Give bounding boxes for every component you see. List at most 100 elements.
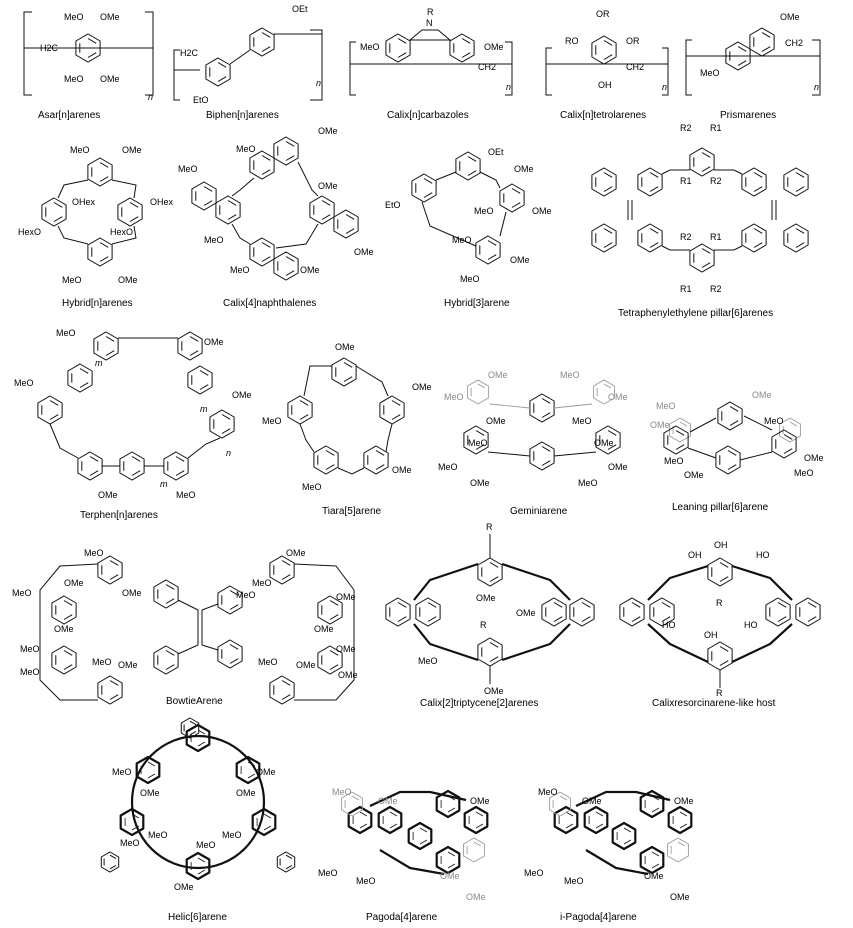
label-r: R [486, 522, 493, 532]
label-n-sub: n [662, 82, 667, 92]
label-r: R [716, 688, 723, 698]
label-meo: MeO [438, 462, 458, 472]
hybrid-3-structure: OEt OMe EtO MeO OMe MeO OMe MeO [385, 147, 552, 284]
naphthalene-structure: MeO OMe MeO OMe MeO OMe MeO OMe [178, 126, 374, 281]
label-ome: OMe [532, 206, 552, 216]
label-meo: MeO [14, 378, 34, 388]
label-ome: OMe [236, 788, 256, 798]
label-ome: OMe [336, 644, 356, 654]
label-ome: OMe [644, 871, 664, 881]
label-ome: OMe [286, 548, 306, 558]
label-ro: RO [565, 36, 579, 46]
label-r2: R2 [680, 123, 692, 133]
triptycene-structure: R OMe OMe R MeO OMe [385, 522, 595, 696]
label-ome: OMe [674, 796, 694, 806]
label-meo: MeO [196, 840, 216, 850]
label-meo: MeO [418, 656, 438, 666]
caption-triptycene: Calix[2]triptycene[2]arenes [420, 698, 538, 709]
label-hexo: HexO [110, 227, 133, 237]
label-meo: MeO [356, 876, 376, 886]
label-h2c: H2C [40, 43, 59, 53]
label-meo: MeO [230, 265, 250, 275]
label-meo: MeO [64, 12, 84, 22]
label-meo: MeO [524, 868, 544, 878]
label-oet: OEt [292, 4, 308, 14]
label-meo: MeO [656, 401, 676, 411]
hybrid-n-structure: MeO OMe OHex OHex HexO HexO MeO OMe [18, 145, 174, 285]
label-m: m [200, 404, 208, 414]
label-ome: OMe [336, 592, 356, 602]
label-ome: OMe [100, 12, 120, 22]
label-ome: OMe [514, 164, 534, 174]
label-ome: OMe [314, 624, 334, 634]
caption-tetrolarenes: Calix[n]tetrolarenes [560, 110, 646, 121]
label-ome: OMe [484, 42, 504, 52]
caption-terphen: Terphen[n]arenes [80, 510, 158, 521]
helic-structure: MeO OMe OMe OMe MeO MeO MeO MeO OMe [100, 717, 296, 892]
label-eto: EtO [193, 95, 209, 105]
label-meo: MeO [204, 235, 224, 245]
label-ome: OMe [318, 126, 338, 136]
label-ome: OMe [594, 438, 614, 448]
label-ome: OMe [174, 882, 194, 892]
label-meo: MeO [176, 490, 196, 500]
label-ome: OMe [54, 624, 74, 634]
label-ome: OMe [510, 255, 530, 265]
label-oet: OEt [488, 147, 504, 157]
label-or: OR [626, 36, 640, 46]
label-ome: OMe [516, 608, 536, 618]
label-meo: MeO [20, 644, 40, 654]
label-meo: MeO [236, 144, 256, 154]
geminiarene-structure: OMe MeO MeO OMe OMe MeO MeO OMe MeO OMe … [438, 370, 628, 488]
label-eto: EtO [385, 200, 401, 210]
caption-tiara: Tiara[5]arene [322, 506, 382, 517]
label-meo: MeO [178, 164, 198, 174]
label-ome: OMe [470, 796, 490, 806]
label-ome: OMe [64, 578, 84, 588]
label-ome: OMe [338, 670, 358, 680]
caption-hybrid-n: Hybrid[n]arenes [62, 298, 133, 309]
caption-biphen: Biphen[n]arenes [206, 110, 279, 121]
label-oh: OH [704, 630, 718, 640]
label-meo: MeO [120, 838, 140, 848]
label-ome: OMe [484, 686, 504, 696]
label-ome: OMe [118, 660, 138, 670]
biphen-structure: H2C EtO OEt n [173, 4, 323, 105]
label-meo: MeO [92, 657, 112, 667]
label-meo: MeO [794, 468, 814, 478]
terphen-structure: MeO OMe MeO OMe OMe MeO m m m n [14, 328, 252, 500]
label-ho: HO [744, 620, 758, 630]
caption-hybrid-3: Hybrid[3]arene [444, 298, 510, 309]
label-m: m [95, 358, 103, 368]
label-r1: R1 [710, 123, 722, 133]
pagoda-structure: MeO OMe OMe MeO MeO OMe OMe [318, 787, 490, 902]
label-ome: OMe [608, 392, 628, 402]
label-meo: MeO [56, 328, 76, 338]
label-n: n [316, 78, 321, 88]
caption-asar: Asar[n]arenes [38, 110, 100, 121]
label-r: R [427, 7, 434, 17]
label-ome: OMe [232, 390, 252, 400]
label-meo: MeO [112, 767, 132, 777]
label-meo: MeO [84, 548, 104, 558]
label-ho: HO [662, 620, 676, 630]
label-or: OR [596, 9, 610, 19]
label-ome: OMe [378, 796, 398, 806]
label-h2c: H2C [180, 48, 199, 58]
label-meo: MeO [262, 416, 282, 426]
label-ome: OMe [100, 74, 120, 84]
label-meo: MeO [452, 235, 472, 245]
label-ome: OMe [256, 767, 276, 777]
caption-ipagoda: i-Pagoda[4]arene [560, 912, 637, 923]
label-r: R [480, 620, 487, 630]
label-meo: MeO [64, 74, 84, 84]
label-meo: MeO [70, 145, 90, 155]
tpe-structure: R2 R1 R1 R2 R2 R1 R1 R2 [591, 123, 809, 294]
label-ome: OMe [466, 892, 486, 902]
label-ch2: CH2 [626, 62, 644, 72]
label-oh: OH [688, 550, 702, 560]
label-meo: MeO [468, 438, 488, 448]
label-n: n [148, 92, 153, 102]
caption-pagoda: Pagoda[4]arene [366, 912, 438, 923]
caption-prismarenes: Prismarenes [720, 110, 776, 121]
